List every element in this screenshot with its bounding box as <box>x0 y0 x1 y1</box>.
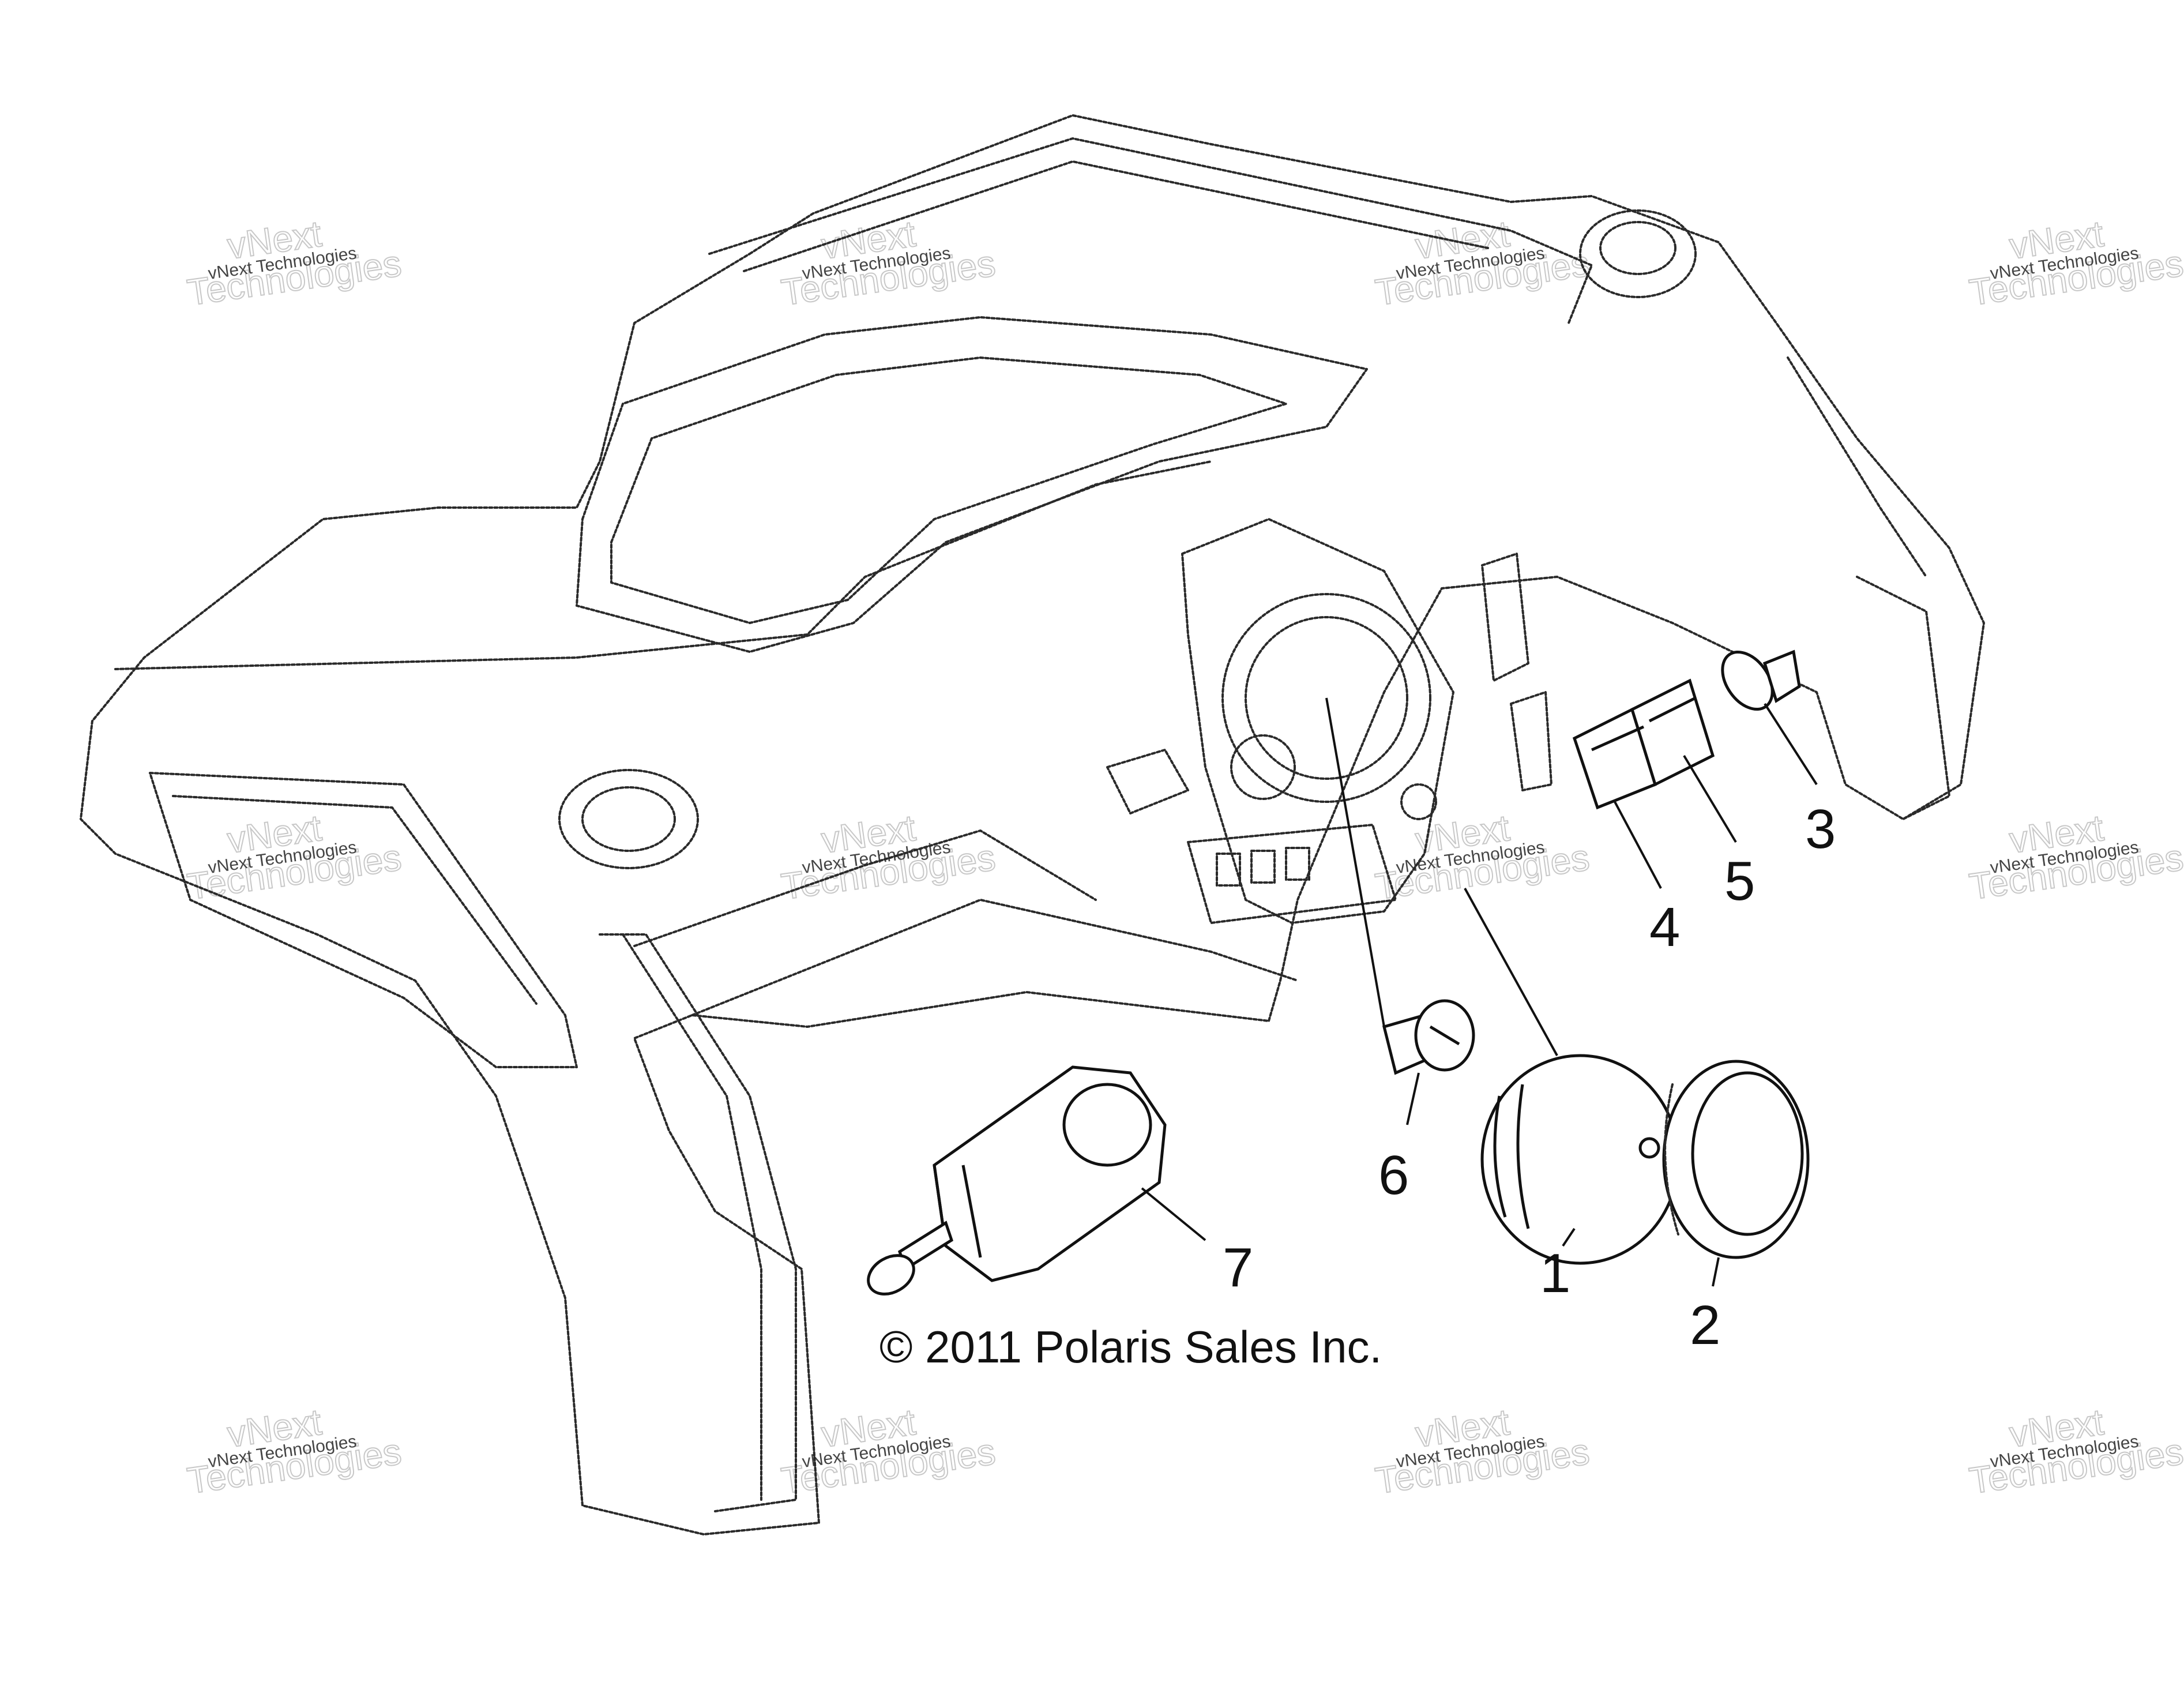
speedometer-gauge-side <box>1493 1095 1507 1218</box>
part-1-speedometer <box>1480 1054 1680 1265</box>
bezel-ring-teeth <box>1664 1083 1679 1236</box>
leader-lines <box>1141 697 1818 1287</box>
dashboard-top-hood <box>80 114 1985 1535</box>
callout-5: 5 <box>1724 850 1755 912</box>
leader-line-7 <box>1141 1187 1206 1241</box>
dashboard-right-leg <box>1856 576 1950 820</box>
left-speaker-cup <box>558 769 699 869</box>
leader-line-ignition <box>1325 697 1385 1027</box>
callout-3: 3 <box>1805 798 1836 860</box>
callout-4: 4 <box>1649 896 1680 958</box>
leader-line-2 <box>1712 1257 1720 1287</box>
leader-line-gauge <box>1464 888 1558 1056</box>
speedometer-gauge <box>1480 1054 1680 1265</box>
handle-housing-edge <box>961 1165 982 1258</box>
switch-panel <box>1187 824 1397 924</box>
left-vent <box>1106 749 1189 814</box>
dashboard-lower-edge <box>633 829 1097 947</box>
speedometer-gauge-band <box>1516 1084 1530 1229</box>
part-3-bulb <box>1721 649 1801 711</box>
right-speaker-cup-inner <box>1599 221 1676 275</box>
instrument-cluster-housing <box>1181 518 1454 924</box>
dashboard-left-leg <box>599 933 797 1512</box>
dashboard-left-face-inner <box>172 795 537 1005</box>
part-6-ignition-switch <box>1382 999 1475 1075</box>
callout-7: 7 <box>1223 1237 1253 1298</box>
leader-line-1 <box>1562 1227 1576 1247</box>
callout-1: 1 <box>1540 1242 1570 1304</box>
bezel-ring-inner <box>1691 1071 1804 1236</box>
switch-slot <box>1285 847 1310 881</box>
leader-line-6 <box>1406 1072 1420 1125</box>
ignition-keyslot <box>1429 1025 1460 1046</box>
copyright-notice: © 2011 Polaris Sales Inc. <box>879 1321 1382 1372</box>
dashboard-left-panel <box>114 460 1212 670</box>
speedometer-opening <box>1245 616 1408 780</box>
accessory-opening <box>1400 783 1437 820</box>
bulb-base <box>1762 649 1801 703</box>
speedometer-bezel <box>1221 593 1431 803</box>
leader-line-5 <box>1683 754 1737 843</box>
dashboard-lower-bulkhead <box>691 899 1299 1016</box>
dashboard-rim <box>708 137 1593 324</box>
switch-rocker-line <box>1591 725 1645 752</box>
dashboard-tray <box>576 316 1368 653</box>
center-vent <box>1481 553 1529 682</box>
handle-housing-opening <box>1062 1083 1152 1167</box>
dashboard-body <box>80 114 1985 1535</box>
switch-slot <box>1216 853 1241 887</box>
leader-line-4 <box>1614 801 1662 889</box>
dashboard-left-leg-ribs <box>622 933 762 1501</box>
speedometer-gauge-stud <box>1638 1137 1660 1159</box>
part-7-handle-assembly <box>867 1065 1167 1296</box>
switch-part-5 <box>1630 678 1715 787</box>
dashboard-left-face <box>149 772 578 1068</box>
handle-knob <box>867 1254 915 1296</box>
switch-rocker-line <box>1648 696 1697 723</box>
leader-line-3 <box>1764 703 1818 786</box>
callout-2: 2 <box>1690 1294 1720 1356</box>
dashboard-right-leg-ribs <box>1787 356 1927 578</box>
switch-slot <box>1250 850 1276 884</box>
right-vent <box>1510 691 1553 791</box>
bezel-ring-outer <box>1662 1060 1810 1259</box>
ignition-opening <box>1230 734 1296 800</box>
right-speaker-cup <box>1579 209 1697 298</box>
part-2-bezel-ring <box>1662 1060 1810 1259</box>
left-speaker-cup-inner <box>581 786 676 852</box>
callout-6: 6 <box>1378 1144 1409 1206</box>
dashboard-tray-inner <box>610 356 1287 624</box>
part-4-5-switch-assembly <box>1572 678 1715 810</box>
watermarks: Technologies vNext vNext Technologies Te… <box>184 212 2184 1503</box>
dashboard-rim-inner <box>743 160 1489 272</box>
